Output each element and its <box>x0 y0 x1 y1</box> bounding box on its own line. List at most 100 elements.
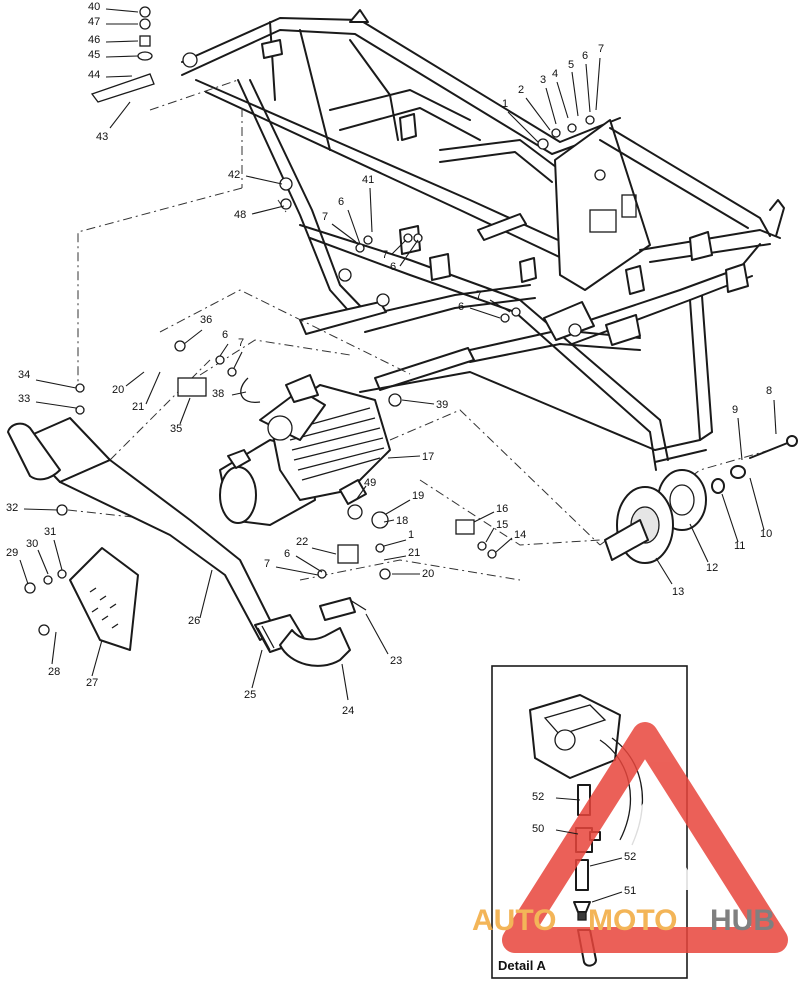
callout-leader <box>105 55 139 58</box>
callout-20: 20 <box>422 568 434 580</box>
callout-leader <box>35 379 77 389</box>
callout-leader <box>595 57 601 111</box>
callout-11: 11 <box>734 540 745 552</box>
callout-32: 32 <box>6 502 18 514</box>
callout-28: 28 <box>48 666 60 678</box>
callout-leader <box>35 401 77 409</box>
callout-leader <box>589 857 623 867</box>
callout-leader <box>383 519 395 523</box>
callout-21: 21 <box>408 547 420 559</box>
callout-52: 52 <box>624 851 636 863</box>
callout-leader <box>507 111 539 143</box>
callout-leader <box>251 205 285 215</box>
callout-10: 10 <box>760 528 772 540</box>
callout-25: 25 <box>244 689 256 701</box>
callout-4: 4 <box>552 68 558 80</box>
callout-17: 17 <box>422 451 434 463</box>
callout-40: 40 <box>88 1 100 13</box>
callout-7: 7 <box>238 337 244 349</box>
callout-16: 16 <box>496 503 508 515</box>
callout-leader <box>145 371 161 405</box>
callout-13: 13 <box>672 586 684 598</box>
callout-leader <box>773 399 777 435</box>
callout-leader <box>525 97 551 131</box>
callout-20: 20 <box>112 384 124 396</box>
callout-leader <box>275 566 319 576</box>
callout-leader <box>383 539 407 547</box>
callout-38: 38 <box>212 388 224 400</box>
callout-6: 6 <box>338 196 344 208</box>
callout-leader <box>369 187 373 233</box>
callout-leader <box>23 508 59 511</box>
callout-26: 26 <box>188 615 200 627</box>
callout-27: 27 <box>86 677 98 689</box>
drive-pulley <box>604 435 798 564</box>
callout-leader <box>489 299 511 313</box>
fasteners <box>24 6 595 651</box>
callout-leader <box>53 539 63 571</box>
callout-46: 46 <box>88 34 100 46</box>
callout-6: 6 <box>582 50 588 62</box>
callout-leader <box>231 391 247 396</box>
callout-leader <box>556 81 569 119</box>
svg-text:AUTO: AUTO <box>472 904 556 937</box>
headpipe <box>279 597 356 667</box>
callout-leader <box>109 101 131 129</box>
callout-7: 7 <box>382 249 388 261</box>
callout-7: 7 <box>598 43 604 55</box>
callout-41: 41 <box>362 174 374 186</box>
callout-leader <box>219 343 229 357</box>
callout-6: 6 <box>390 261 396 273</box>
callout-19: 19 <box>412 490 424 502</box>
callout-49: 49 <box>364 477 376 489</box>
callout-leader <box>347 209 361 245</box>
callout-leader <box>655 557 673 585</box>
svg-text:MOTO: MOTO <box>588 904 677 937</box>
callout-leader <box>179 397 191 425</box>
callout-leader <box>355 485 367 501</box>
callout-leader <box>737 417 743 461</box>
callout-leaders <box>19 8 777 903</box>
callout-leader <box>199 569 213 619</box>
callout-leader <box>591 891 623 903</box>
callout-leader <box>749 477 765 531</box>
callout-7: 7 <box>322 211 328 223</box>
callout-45: 45 <box>88 49 100 61</box>
callout-36: 36 <box>200 314 212 326</box>
callout-leader <box>473 511 495 523</box>
engine-assembly <box>219 374 391 526</box>
callout-12: 12 <box>706 562 718 574</box>
callout-leader <box>689 523 709 563</box>
callout-47: 47 <box>88 16 100 28</box>
callout-leader <box>233 351 243 369</box>
callout-6: 6 <box>222 329 228 341</box>
callout-leader <box>495 537 513 553</box>
callout-leader <box>365 613 389 655</box>
callout-leader <box>125 371 145 387</box>
callout-23: 23 <box>390 655 402 667</box>
callout-48: 48 <box>234 209 246 221</box>
callout-leader <box>401 399 435 405</box>
callout-5: 5 <box>568 59 574 71</box>
callout-leader <box>105 40 139 43</box>
callout-14: 14 <box>514 529 526 541</box>
callout-leader <box>399 239 419 267</box>
callout-leader <box>183 329 203 345</box>
callout-leader <box>37 549 49 575</box>
callout-29: 29 <box>6 547 18 559</box>
callout-8: 8 <box>766 385 772 397</box>
callout-leader <box>391 239 407 255</box>
atv-frame <box>181 9 785 471</box>
callout-39: 39 <box>436 399 448 411</box>
callout-21: 21 <box>132 401 144 413</box>
callout-leader <box>311 547 337 555</box>
callout-15: 15 <box>496 519 508 531</box>
callout-31: 31 <box>44 526 56 538</box>
callout-33: 33 <box>18 393 30 405</box>
callout-leader <box>721 493 739 543</box>
callout-leader <box>385 499 411 515</box>
callout-3: 3 <box>540 74 546 86</box>
callout-6: 6 <box>458 301 464 313</box>
